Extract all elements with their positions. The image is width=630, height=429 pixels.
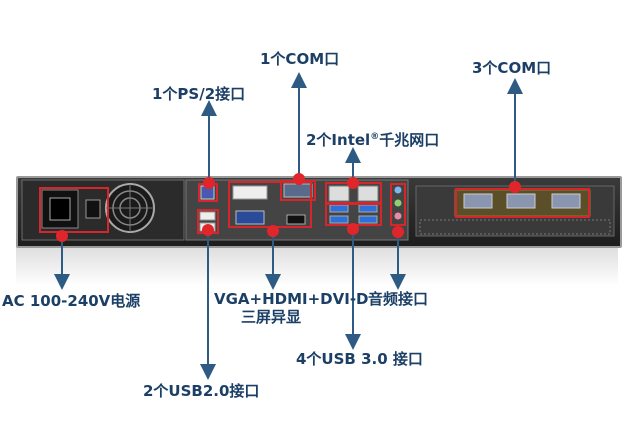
com-port-b <box>506 193 536 209</box>
dot-ac <box>56 230 68 242</box>
com-port-c <box>551 193 581 209</box>
usb3-port-3 <box>358 204 378 213</box>
usb2-port-1 <box>199 211 216 221</box>
label-display-line1: VGA+HDMI+DVI-D <box>214 290 369 308</box>
vent-grid <box>415 185 615 237</box>
label-com1: 1个COM口 <box>260 50 340 68</box>
dot-com3 <box>509 181 521 193</box>
dot-display <box>267 225 279 237</box>
chassis-reflection <box>16 246 618 286</box>
audio-jack-2 <box>394 199 402 207</box>
usb3-port-4 <box>358 215 378 224</box>
label-lan-suffix: 千兆网口 <box>379 131 440 149</box>
label-usb2: 2个USB2.0接口 <box>143 382 260 400</box>
lan-port-1 <box>328 185 350 202</box>
com-port-a <box>463 193 493 209</box>
highlight-com3 <box>455 188 590 218</box>
label-lan: 2个Intel®千兆网口 <box>306 128 439 149</box>
label-ps2: 1个PS/2接口 <box>152 85 246 103</box>
dot-audio <box>392 226 404 238</box>
label-lan-prefix: 2个Intel <box>306 131 371 149</box>
audio-jack-1 <box>394 186 402 194</box>
audio-jack-3 <box>394 212 402 220</box>
ac-inlet-socket <box>49 197 71 221</box>
power-switch <box>85 199 101 219</box>
dot-lan <box>347 177 359 189</box>
label-ac: AC 100-240V电源 <box>2 292 141 310</box>
usb3-port-1 <box>329 204 349 213</box>
usb3-port-2 <box>329 215 349 224</box>
label-com3: 3个COM口 <box>472 59 552 77</box>
highlight-ac <box>39 187 109 233</box>
dot-com1 <box>293 173 305 185</box>
dot-usb3 <box>347 223 359 235</box>
label-usb3: 4个USB 3.0 接口 <box>296 350 423 368</box>
label-lan-registered: ® <box>370 132 380 142</box>
vga-port <box>235 210 265 225</box>
dot-usb2 <box>202 224 214 236</box>
label-audio: 音频接口 <box>368 290 429 308</box>
lan-port-2 <box>357 185 379 202</box>
dot-ps2 <box>203 177 215 189</box>
highlight-audio <box>390 183 406 226</box>
hdmi-port <box>286 214 306 225</box>
dvi-port <box>232 185 268 200</box>
label-display-line2: 三屏异显 <box>241 308 302 326</box>
